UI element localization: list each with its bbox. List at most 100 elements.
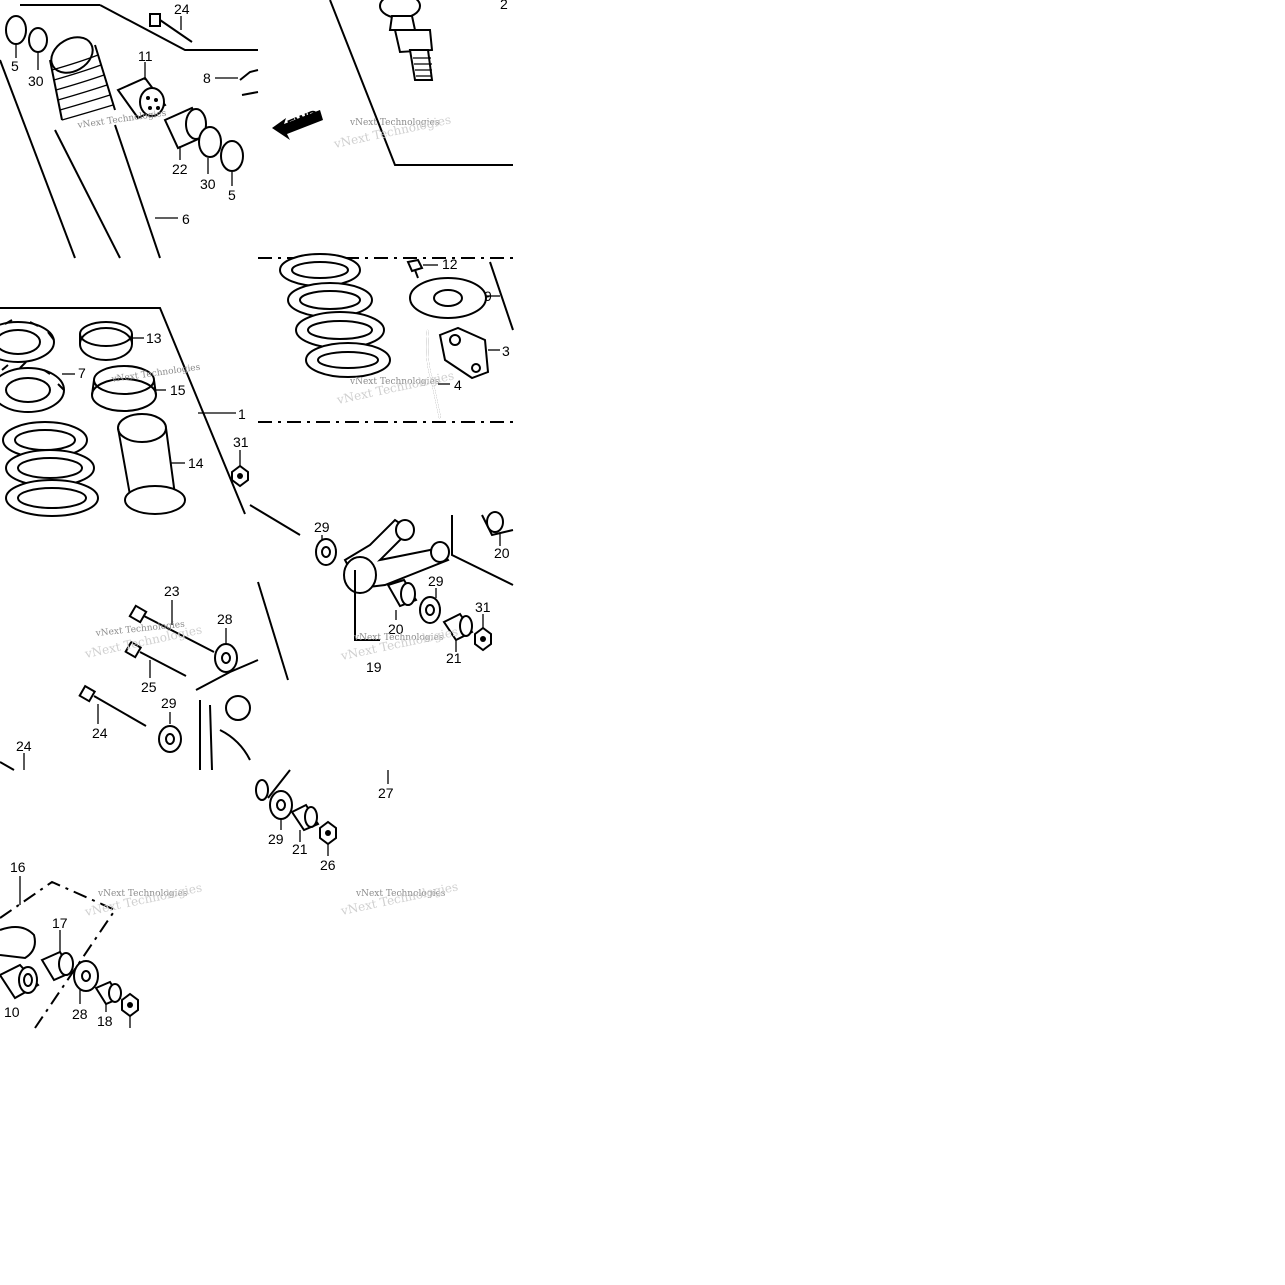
tile-linkage-arm: 29 20 29 31 20 21 19 vNext Technologies … bbox=[249, 504, 514, 675]
callout-11: 11 bbox=[138, 48, 153, 64]
frame-casting-partial bbox=[195, 659, 259, 771]
callout-12: 12 bbox=[442, 256, 458, 272]
reservoir-valve bbox=[379, 0, 434, 81]
housing-partial bbox=[481, 511, 514, 546]
callout-23: 23 bbox=[164, 583, 180, 599]
tile-spring-adjuster: 13 7 15 1 31 14 vNext Technologies bbox=[0, 307, 249, 517]
adjuster-ring-7 bbox=[0, 361, 75, 413]
callout-21: 21 bbox=[446, 650, 462, 666]
callout-30: 30 bbox=[200, 176, 216, 192]
direction-arrow-label: FWD bbox=[285, 106, 321, 133]
watermark: vNext Technologies bbox=[97, 889, 188, 899]
callout-24: 24 bbox=[16, 738, 32, 754]
callout-15: 15 bbox=[170, 382, 186, 398]
watermark: vNext Technologies bbox=[355, 889, 446, 899]
callout-31: 31 bbox=[475, 599, 491, 615]
tile-spacers: 27 29 21 26 vNext Technologies vNext Tec… bbox=[255, 769, 459, 918]
nut-31 bbox=[231, 450, 249, 488]
callout-16: 16 bbox=[10, 859, 26, 875]
spacer-29 bbox=[158, 712, 182, 753]
callout-3: 3 bbox=[502, 343, 510, 359]
spacer-29 bbox=[269, 790, 293, 830]
callout-24: 24 bbox=[92, 725, 108, 741]
link-arm-19 bbox=[343, 518, 450, 641]
frame-line bbox=[0, 307, 246, 515]
bolt-24 bbox=[149, 13, 193, 43]
callout-29: 29 bbox=[428, 573, 444, 589]
bracket-3 bbox=[438, 326, 500, 380]
callout-17: 17 bbox=[52, 915, 68, 931]
callout-18: 18 bbox=[97, 1013, 113, 1029]
callout-2: 2 bbox=[500, 0, 508, 12]
callout-29: 29 bbox=[161, 695, 177, 711]
callout-25: 25 bbox=[141, 679, 157, 695]
callout-29: 29 bbox=[314, 519, 330, 535]
collar-22 bbox=[163, 106, 207, 160]
callout-26: 26 bbox=[320, 857, 336, 873]
collar-17 bbox=[40, 930, 74, 982]
spacer-28 bbox=[73, 960, 99, 1004]
adjuster-ring-upper bbox=[0, 319, 55, 363]
watermark-faint: vNext Technologies bbox=[83, 880, 203, 919]
tile-lower-pivot: 16 17 10 28 18 vNext Technologies vNext … bbox=[0, 859, 203, 1029]
callout-13: 13 bbox=[146, 330, 162, 346]
spacer-29 bbox=[315, 535, 337, 566]
callout-10: 10 bbox=[4, 1004, 20, 1020]
frame-line bbox=[257, 581, 289, 681]
nut bbox=[121, 992, 139, 1028]
frame-line bbox=[329, 0, 513, 166]
callout-20: 20 bbox=[388, 621, 404, 637]
callout-28: 28 bbox=[72, 1006, 88, 1022]
frame-line bbox=[267, 769, 291, 799]
tile-bolts: 23 28 25 29 24 24 vNext Technologies vNe… bbox=[0, 581, 289, 771]
watermark: vNext Technologies bbox=[349, 118, 440, 128]
spacer-28 bbox=[214, 628, 238, 673]
spring bbox=[279, 253, 391, 378]
bolt-24 bbox=[78, 684, 147, 727]
callout-6: 6 bbox=[182, 211, 190, 227]
callout-8: 8 bbox=[203, 70, 211, 86]
spring bbox=[2, 421, 99, 517]
shock-body-edge bbox=[54, 129, 121, 259]
callout-31: 31 bbox=[233, 434, 249, 450]
collar-11 bbox=[116, 62, 167, 120]
spacer-29 bbox=[419, 588, 441, 624]
callout-22: 22 bbox=[172, 161, 188, 177]
part-8-partial bbox=[239, 69, 259, 96]
direction-arrow-icon bbox=[272, 110, 323, 140]
callout-14: 14 bbox=[188, 455, 204, 471]
nut-26 bbox=[319, 820, 337, 856]
bump-rubber-14 bbox=[117, 413, 186, 515]
callout-5: 5 bbox=[11, 58, 19, 74]
tile-spring-top: 12 9 3 4 vNext Technologies vNext Techno… bbox=[258, 253, 514, 423]
frame-line bbox=[489, 261, 514, 331]
spring-seat-13 bbox=[79, 321, 144, 361]
callout-21: 21 bbox=[292, 841, 308, 857]
collar-21 bbox=[442, 612, 474, 652]
callout-27: 27 bbox=[378, 785, 394, 801]
collar-10 bbox=[0, 963, 40, 1000]
watermark: vNext Technologies bbox=[353, 633, 444, 643]
shock-bellows bbox=[49, 36, 116, 121]
bolt-23 bbox=[128, 600, 215, 653]
bolt-25 bbox=[124, 640, 187, 678]
callout-19: 19 bbox=[366, 659, 382, 675]
callout-5: 5 bbox=[228, 187, 236, 203]
callout-4: 4 bbox=[454, 377, 462, 393]
o-ring-5 bbox=[5, 15, 27, 45]
bolt-12 bbox=[406, 258, 438, 279]
frame-line bbox=[99, 4, 258, 51]
hose-4 bbox=[426, 329, 450, 419]
callout-9: 9 bbox=[484, 288, 492, 304]
tile-shock-top: FWD 5 30 24 11 8 22 30 5 6 vNext Technol… bbox=[0, 1, 323, 259]
frame-line bbox=[0, 59, 76, 259]
callout-30: 30 bbox=[28, 73, 44, 89]
watermark: vNext Technologies bbox=[349, 377, 440, 387]
collar-18 bbox=[94, 980, 122, 1012]
spring-seat-15 bbox=[91, 365, 166, 412]
callout-28: 28 bbox=[217, 611, 233, 627]
o-ring-30 bbox=[28, 27, 48, 53]
callout-20: 20 bbox=[494, 545, 510, 561]
shock-body-edge bbox=[114, 124, 161, 259]
